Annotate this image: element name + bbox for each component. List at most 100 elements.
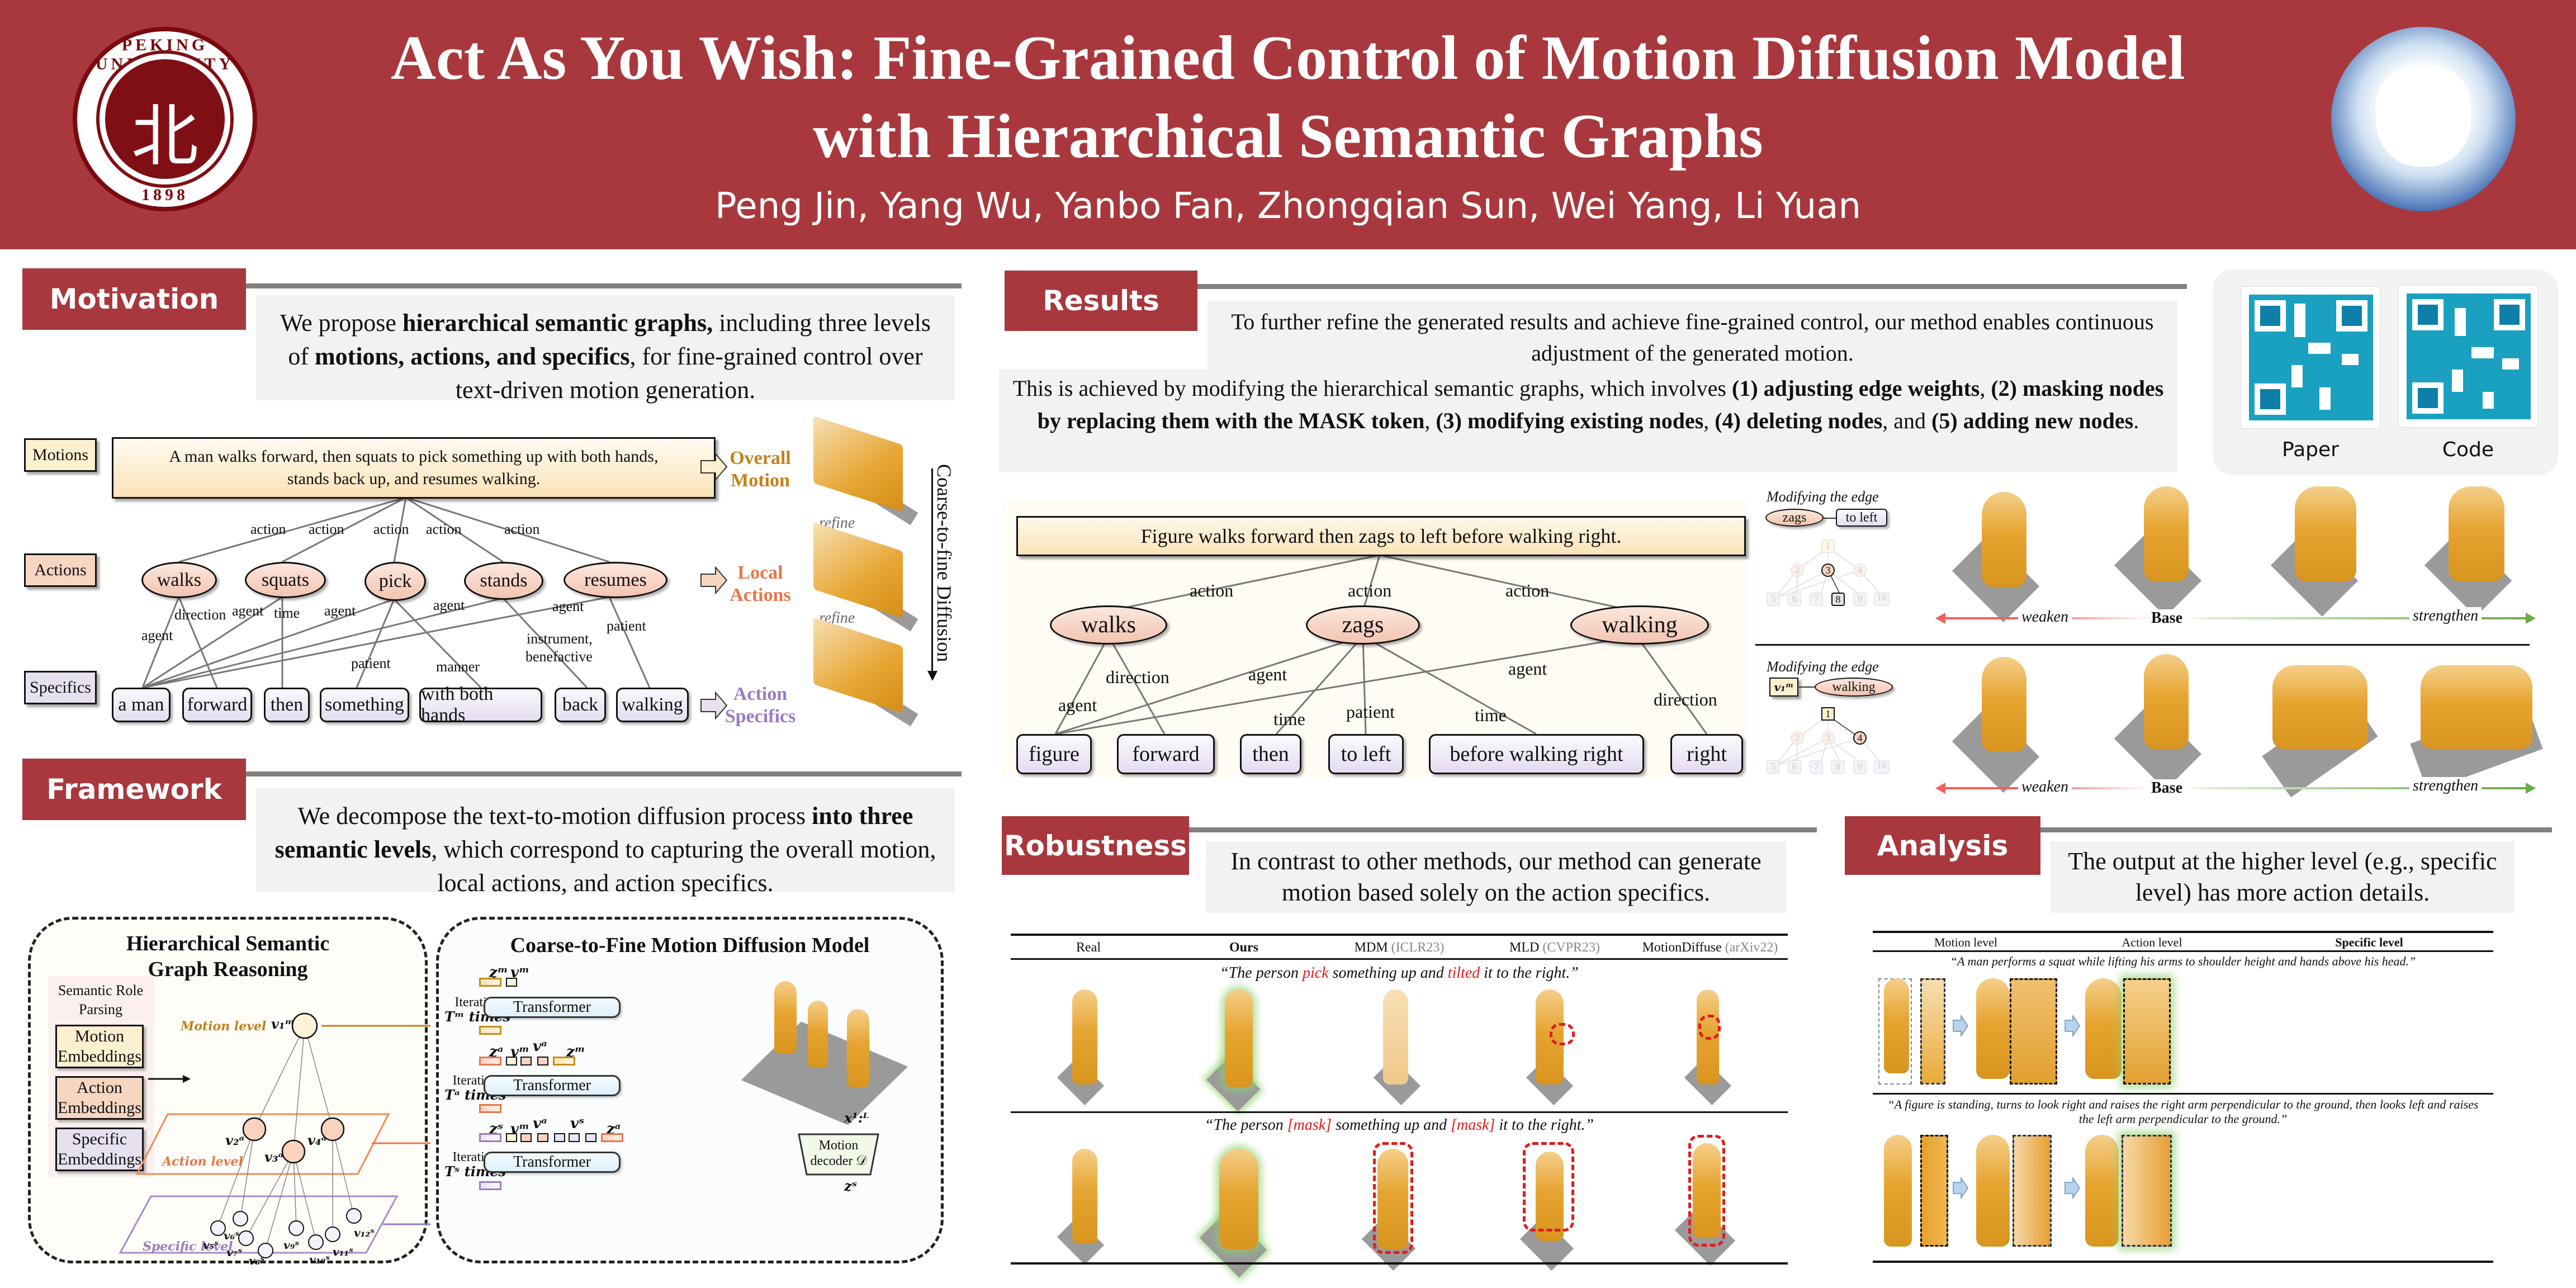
pku-logo: PEKING UNIVERSITY 北 1898 <box>73 27 257 211</box>
render-strengthen-1 <box>2256 486 2390 617</box>
motion-sentence-line1: A man walks forward, then squats to pick… <box>169 447 659 466</box>
col-name: MotionDiffuse <box>1642 940 1722 955</box>
analysis-lead: The output at the higher level (e.g., sp… <box>2051 841 2515 913</box>
plain-text: including three levels of <box>288 309 931 370</box>
code-qr-label: Code <box>2442 438 2494 461</box>
render-real <box>1011 984 1166 1106</box>
mini-node: 7 <box>1810 760 1823 774</box>
specific-node-walking: walking <box>616 688 689 722</box>
zoom-detail-box <box>2122 1135 2172 1247</box>
strengthen-label: strengthen <box>2409 607 2482 625</box>
render-strengthen-2 <box>2409 660 2544 791</box>
level-label-actions: Actions <box>24 553 97 587</box>
arrow-right-icon <box>1953 1015 1968 1037</box>
token-label: vˢ <box>570 1115 585 1132</box>
mini-node: 3 <box>1821 731 1835 745</box>
specific-node-before-walking-right: before walking right <box>1429 734 1644 774</box>
analysis-prompt-2: “A figure is standing, turns to look rig… <box>1873 1097 2493 1126</box>
level-label-specifics: Specifics <box>24 671 97 704</box>
node-label: v₁₀ˢ <box>309 1253 330 1266</box>
embedding-token <box>520 1057 532 1066</box>
edge-label: instrument, <box>527 631 593 647</box>
edge-label: benefactive <box>525 648 593 665</box>
col-name: MLD <box>1509 940 1540 955</box>
mini-node: 7 <box>1810 593 1823 606</box>
embedding-token <box>506 1057 517 1066</box>
robustness-comparison: Real Ours MDM (ICLR23) MLD (CVPR23) Moti… <box>1011 934 1788 1278</box>
render-mld <box>1477 1138 1632 1271</box>
coarse-to-fine-arrow <box>931 468 933 675</box>
node-label: v₁₂ˢ <box>354 1226 375 1239</box>
table-rule <box>1873 1093 2493 1095</box>
edge-label: action <box>426 521 462 537</box>
edge-label: agent <box>324 603 356 619</box>
emb-line: Embeddings <box>58 1047 141 1066</box>
output-label: x¹:ᴸ <box>844 1110 869 1126</box>
plain-text: “The person <box>1204 1116 1287 1134</box>
input-label: zˢ <box>844 1178 858 1194</box>
edge-label: agent <box>1508 659 1547 679</box>
mini-node-highlight: 8 <box>1831 593 1845 606</box>
node-label: v₁ᵐ <box>271 1016 295 1032</box>
transformer-block-motion: Transformer <box>484 997 621 1018</box>
weaken-label: weaken <box>2018 778 2072 796</box>
results-graph-edges <box>1054 554 1708 735</box>
col-name: MDM <box>1354 940 1388 955</box>
render-base <box>2099 654 2233 790</box>
comparison-header-row: Real Ours MDM (ICLR23) MLD (CVPR23) Moti… <box>1011 940 1788 955</box>
outcome-line: Motion <box>731 470 790 491</box>
prompt-line: the left arm perpendicular to the ground… <box>2078 1112 2288 1126</box>
render-strengthen-2 <box>2409 486 2544 617</box>
edge-label: direction <box>1654 689 1717 709</box>
node-label: v₄ᵃ <box>307 1132 327 1148</box>
action-node-walking: walking <box>1570 605 1709 645</box>
plain-text: This is achieved by modifying the hierar… <box>1012 376 1732 401</box>
plain-text: it to the right.” <box>1495 1116 1594 1134</box>
table-rule <box>1873 950 2493 952</box>
emphasis-text: (1) adjusting edge weights <box>1732 376 1980 401</box>
strengthen-label: strengthen <box>2409 777 2482 795</box>
framework-lead: We decompose the text-to-motion diffusio… <box>256 788 955 897</box>
node-label: v₁₁ˢ <box>333 1245 354 1258</box>
results-semantic-graph: Figure walks forward then zags to left b… <box>1002 499 1748 778</box>
emphasis-text: motions, actions, and specifics <box>315 343 630 370</box>
cfmd-title: Coarse-to-Fine Motion Diffusion Model <box>510 934 870 957</box>
specific-node-back: back <box>555 688 606 722</box>
embedding-token <box>585 1133 596 1142</box>
action-node-walks: walks <box>141 562 217 598</box>
latent-token-zm <box>479 978 501 987</box>
col-name: Ours <box>1229 940 1258 955</box>
edge-from-node: zags <box>1765 509 1824 527</box>
motivation-edges <box>141 496 651 689</box>
arrow-left-icon <box>1935 783 1945 794</box>
paper-qr-label: Paper <box>2282 438 2339 461</box>
render-motiondiffuse <box>1632 984 1788 1106</box>
section-heading-framework: Framework <box>22 759 246 820</box>
motion-render-local <box>805 522 918 632</box>
code-qr-code[interactable] <box>2398 285 2538 428</box>
arrow-right-icon <box>700 692 728 719</box>
motion-render-overall <box>805 416 918 525</box>
emphasis-text: tilted <box>1447 964 1480 982</box>
plain-text: it to the right.” <box>1480 964 1579 982</box>
column-header-action-level: Action level <box>2122 935 2182 949</box>
paper-qr-code[interactable] <box>2241 286 2380 429</box>
edge-label: agent <box>232 603 264 619</box>
latent-token-zm <box>553 1057 575 1066</box>
table-rule <box>1873 1261 2493 1263</box>
render-mld <box>1477 984 1632 1106</box>
edge-label: action <box>1505 580 1550 600</box>
outcome-line: Local <box>737 562 783 583</box>
token-label: vᵃ <box>533 1038 547 1055</box>
prompt-1: “The person pick something up and tilted… <box>1011 964 1788 982</box>
qr-code-icon <box>2249 295 2373 420</box>
emphasis-text: into three semantic levels <box>274 802 913 863</box>
emb-line: Action <box>77 1078 122 1097</box>
specific-node-with-both-hands: with both hands <box>419 684 542 726</box>
zoom-detail-box <box>2012 1135 2052 1247</box>
srp-line: Parsing <box>79 1001 122 1017</box>
edge-label: action <box>309 521 344 537</box>
results-sentence-node: Figure walks forward then zags to left b… <box>1016 516 1746 556</box>
decoder-line: decoder 𝒟 <box>810 1154 867 1168</box>
